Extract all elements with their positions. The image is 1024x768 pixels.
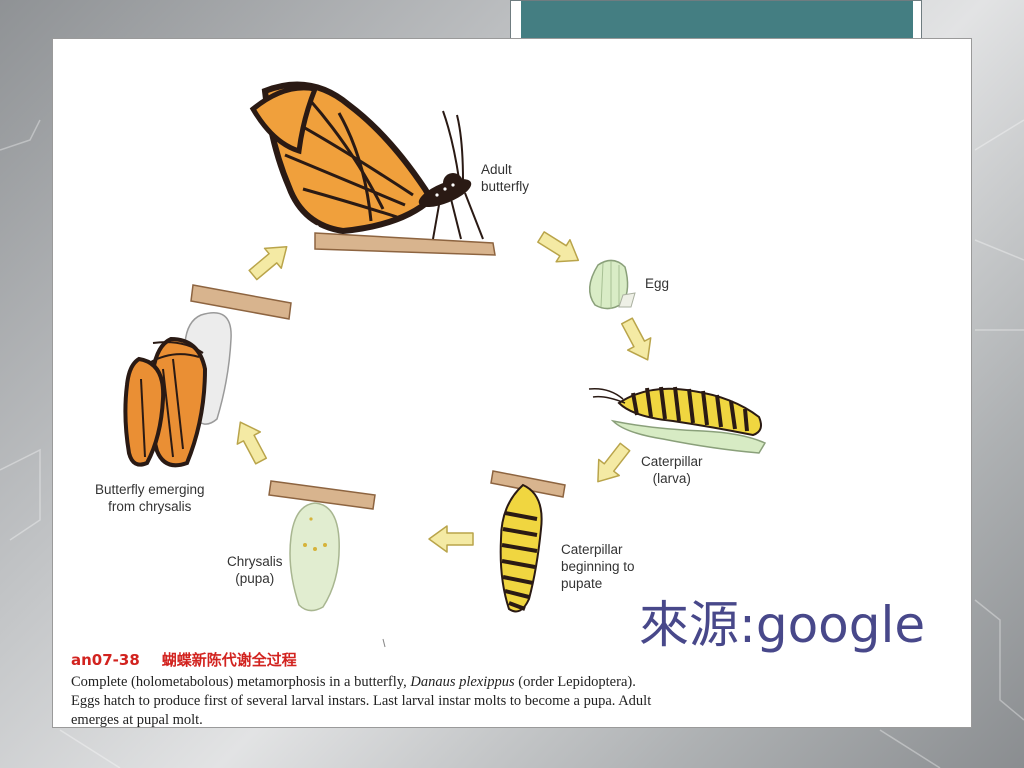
figure-chinese-title: 蝴蝶新陈代谢全过程 — [161, 651, 297, 669]
label-adult-butterfly: Adult butterfly — [481, 162, 530, 194]
chrysalis-illustration — [268, 480, 376, 612]
lifecycle-diagram — [123, 81, 767, 648]
pupating-caterpillar-illustration — [490, 470, 566, 613]
arrow-adult-to-egg — [533, 225, 586, 273]
label-caterpillar-pupate: Caterpillar beginning to pupate — [561, 542, 635, 591]
arrow-egg-to-caterpillar — [614, 314, 660, 367]
arrow-pupate-to-chrysalis — [428, 525, 474, 553]
egg-illustration — [589, 259, 636, 310]
adult-butterfly-illustration — [249, 81, 496, 256]
caption-species: Danaus plexippus — [410, 674, 515, 690]
caption-line1-text: Complete (holometabolous) metamorphosis … — [71, 674, 411, 690]
label-egg: Egg — [645, 276, 670, 291]
arrow-caterpillar-to-pupate — [586, 438, 636, 491]
caption-line1-order: (order Lepidoptera). — [514, 674, 636, 690]
lifecycle-figure-panel: Adult butterfly Egg Caterpillar (larva) … — [52, 38, 972, 728]
caterpillar-illustration — [588, 386, 767, 454]
figure-code: an07-38 蝴蝶新陈代谢全过程 — [71, 649, 297, 670]
figure-caption: Complete (holometabolous) metamorphosis … — [71, 673, 771, 730]
caption-line3: emerges at pupal molt. — [71, 712, 203, 728]
emerging-butterfly-illustration — [123, 284, 292, 468]
caption-line2: Eggs hatch to produce first of several l… — [71, 693, 652, 709]
label-caterpillar-larva: Caterpillar (larva) — [641, 454, 703, 486]
source-credit: 來源:google — [639, 596, 926, 654]
arrow-emerging-from-chrysalis — [228, 415, 274, 468]
label-butterfly-emerging: Butterfly emerging from chrysalis — [95, 482, 205, 514]
label-chrysalis-pupa: Chrysalis (pupa) — [227, 554, 283, 586]
arrow-emerging-to-adult — [243, 236, 296, 286]
figure-code-id: an07-38 — [71, 651, 140, 669]
